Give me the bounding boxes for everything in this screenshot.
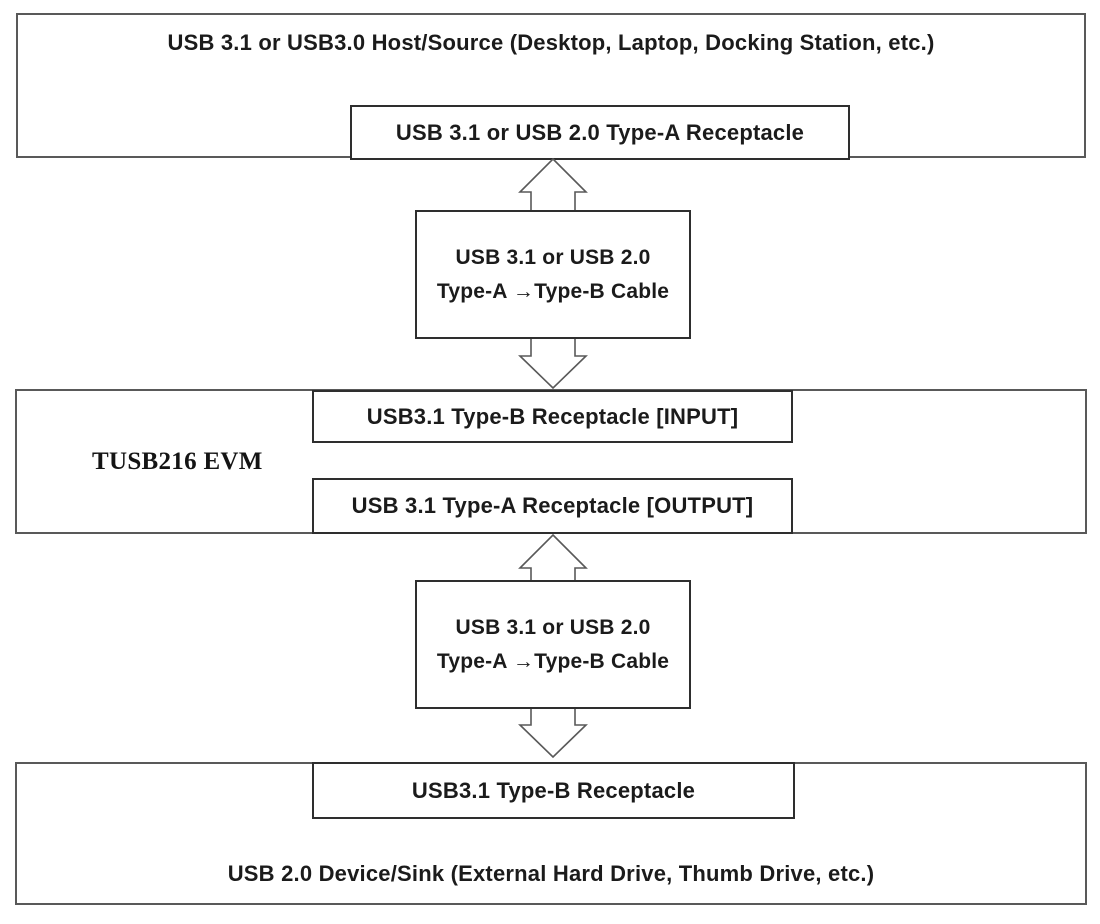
evm-input-receptacle-box: USB3.1 Type-B Receptacle [INPUT] <box>312 390 793 443</box>
cable-box-bottom-line1: USB 3.1 or USB 2.0 <box>455 616 651 639</box>
host-type-a-receptacle-label: USB 3.1 or USB 2.0 Type-A Receptacle <box>395 119 805 145</box>
host-source-label: USB 3.1 or USB3.0 Host/Source (Desktop, … <box>167 30 935 55</box>
evm-output-receptacle-box: USB 3.1 Type-A Receptacle [OUTPUT] <box>312 478 793 534</box>
evm-output-receptacle-label: USB 3.1 Type-A Receptacle [OUTPUT] <box>351 493 754 518</box>
sink-type-b-receptacle-box: USB3.1 Type-B Receptacle <box>312 762 795 819</box>
cable-box-top-line2: Type-A →Type-B Cable <box>436 280 670 303</box>
cable-box-bottom: USB 3.1 or USB 2.0 Type-A →Type-B Cable <box>415 580 691 709</box>
cable-box-top-line1: USB 3.1 or USB 2.0 <box>455 246 651 269</box>
sink-type-b-receptacle-label: USB3.1 Type-B Receptacle <box>411 777 696 803</box>
tusb216-evm-label: TUSB216 EVM <box>92 447 263 475</box>
host-type-a-receptacle-box: USB 3.1 or USB 2.0 Type-A Receptacle <box>350 105 850 160</box>
cable-box-top: USB 3.1 or USB 2.0 Type-A →Type-B Cable <box>415 210 691 339</box>
evm-input-receptacle-label: USB3.1 Type-B Receptacle [INPUT] <box>366 403 739 429</box>
cable-box-bottom-line2: Type-A →Type-B Cable <box>436 650 670 673</box>
device-sink-label: USB 2.0 Device/Sink (External Hard Drive… <box>227 861 875 886</box>
